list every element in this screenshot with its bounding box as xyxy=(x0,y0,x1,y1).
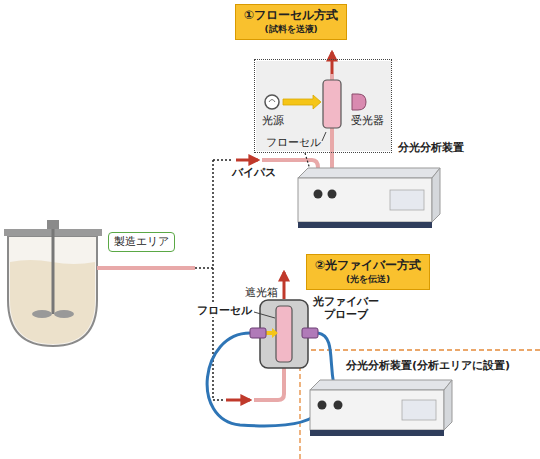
leader-line xyxy=(322,132,326,141)
cell-panel-ground xyxy=(256,61,391,151)
sample-pipe xyxy=(97,266,195,270)
reactor-tank xyxy=(4,220,102,346)
method-title: ②光ファイバー方式(光を伝送) xyxy=(306,254,430,290)
node-text: 製造エリア xyxy=(114,235,169,248)
device-label: 分光分析装置(分析エリアに設置) xyxy=(346,359,510,372)
fiber-probe xyxy=(302,328,318,338)
fiber-probe xyxy=(250,328,266,338)
part-label: フローセル xyxy=(266,136,321,149)
dotted-route xyxy=(195,160,232,400)
flow-arrow xyxy=(236,159,258,162)
node-text: ②光ファイバー方式 xyxy=(315,258,421,273)
flow-cell-panel: 光源 受光器フローセル xyxy=(254,59,392,153)
flow-arrow xyxy=(283,272,286,299)
method-title: ①フローセル方式(試料を送液) xyxy=(235,4,347,40)
part-label: 受光器 xyxy=(351,114,384,127)
flow-cell xyxy=(323,80,341,128)
area-boundary xyxy=(300,350,540,459)
device-label: 分光分析装置 xyxy=(398,141,464,154)
node-text: (試料を送液) xyxy=(244,23,338,35)
area-tag: 製造エリア xyxy=(108,232,175,252)
detector-icon xyxy=(352,94,366,110)
flow-cell xyxy=(276,306,292,362)
part-label: 遮光箱 xyxy=(245,286,278,299)
flow-label: バイパス xyxy=(232,166,276,179)
spectrometer xyxy=(310,380,452,436)
flow-arrow xyxy=(226,399,250,402)
part-label: 光源 xyxy=(262,114,284,127)
light-shield-box xyxy=(260,300,308,368)
flow-arrow xyxy=(331,52,334,74)
light-source-icon xyxy=(265,95,279,109)
part-label: フローセル xyxy=(196,304,253,317)
light-beam xyxy=(266,328,278,338)
part-label: 光ファイバー プローブ xyxy=(310,295,382,321)
light-beam xyxy=(283,95,321,109)
node-text: ①フローセル方式 xyxy=(244,8,338,23)
node-text: (光を伝送) xyxy=(315,273,421,285)
leader-line xyxy=(254,312,275,318)
spectrometer xyxy=(298,168,440,228)
light-shield-box: 遮光箱 xyxy=(260,300,308,368)
